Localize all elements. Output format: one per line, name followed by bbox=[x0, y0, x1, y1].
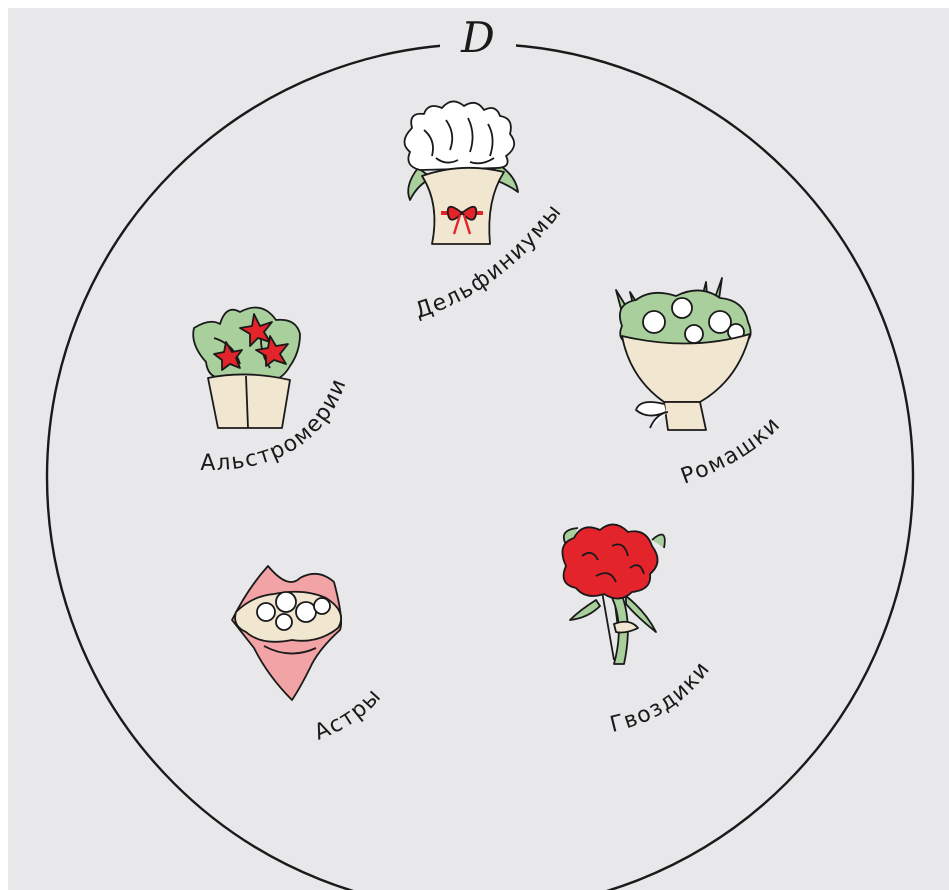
set-name: D bbox=[460, 13, 495, 62]
